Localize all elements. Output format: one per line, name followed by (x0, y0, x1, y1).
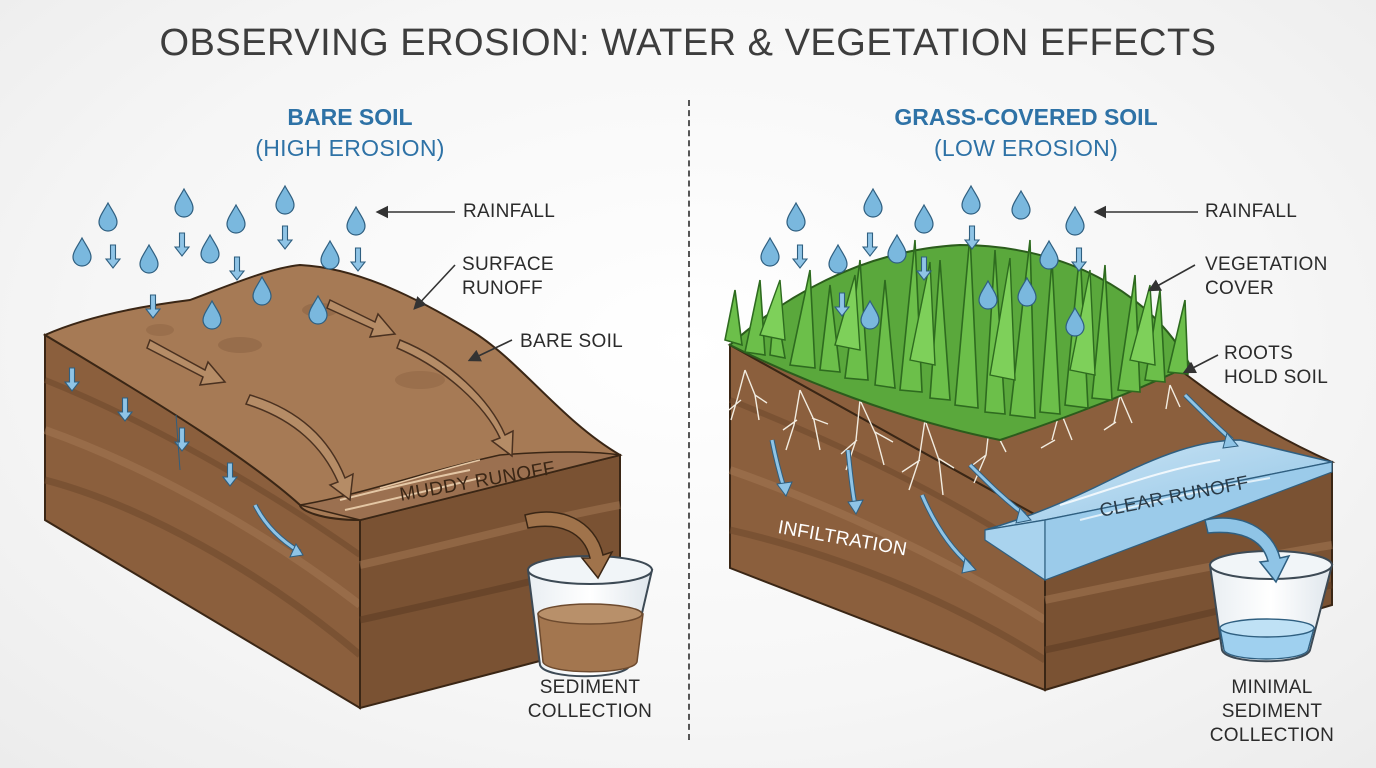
bare-soil-title: BARE SOIL (287, 104, 413, 130)
right-infiltration-arrows (769, 393, 1239, 574)
surface-runoff-label: SURFACE RUNOFF (462, 254, 554, 299)
left-rainfall-label: RAINFALL (463, 201, 556, 222)
right-rainfall-label: RAINFALL (1205, 201, 1298, 222)
minimal-sediment-cup (1208, 550, 1334, 663)
grass-soil-subtitle: (LOW EROSION) (933, 135, 1119, 161)
vegetation-cover-label: VEGETATION COVER (1205, 254, 1328, 299)
right-leader-lines (1093, 205, 1219, 374)
diagram-title: OBSERVING EROSION: WATER & VEGETATION EF… (159, 22, 1217, 64)
panel-divider (688, 100, 690, 740)
surface-runoff-arrows (146, 298, 514, 502)
left-infiltration-arrows (64, 367, 304, 558)
minimal-sediment-collection-label: MINIMAL SEDIMENT COLLECTION (1209, 677, 1335, 746)
grass-soil-heading: GRASS-COVERED SOIL (LOW EROSION) (826, 104, 1226, 162)
muddy-runoff-arrow (524, 511, 614, 580)
grass-soil-title: GRASS-COVERED SOIL (894, 104, 1158, 130)
bare-soil-label: BARE SOIL (520, 331, 624, 352)
roots-hold-soil-label: ROOTS HOLD SOIL (1224, 343, 1329, 388)
clear-runoff-arrow (1204, 517, 1291, 584)
sediment-collection-label: SEDIMENT COLLECTION (527, 677, 653, 722)
bare-soil-heading: BARE SOIL (HIGH EROSION) (150, 104, 550, 162)
bare-soil-subtitle: (HIGH EROSION) (255, 135, 445, 161)
left-leader-lines (375, 205, 513, 362)
sediment-cup (526, 555, 654, 678)
